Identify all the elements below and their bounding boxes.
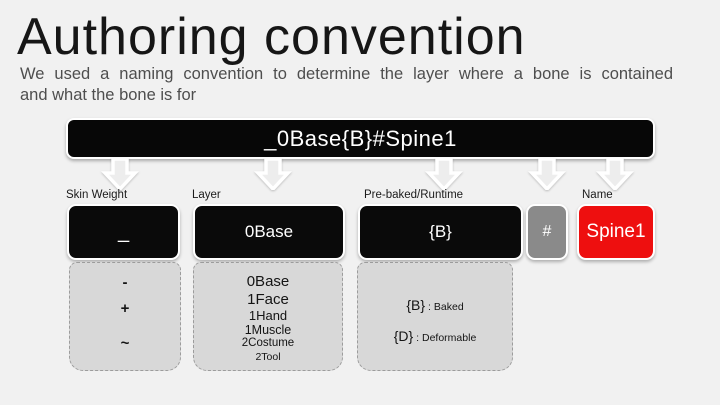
layer-option: 1Face [247, 291, 289, 308]
subtitle-line-2: and what the bone is for [20, 85, 197, 104]
separator-value: # [542, 223, 552, 240]
name-value: Spine1 [586, 221, 646, 242]
layer-option: 1Hand [248, 308, 288, 323]
column-label-skin-weight: Skin Weight [66, 189, 128, 201]
layer-value-box: 0Base [193, 204, 345, 260]
page-title: Authoring convention [17, 8, 526, 66]
skin-weight-value-box: _ [67, 204, 180, 260]
runtime-option-desc: : Deformable [416, 332, 477, 344]
separator-value-box: # [526, 204, 568, 260]
runtime-option: {B}: Baked [406, 296, 463, 316]
layer-value: 0Base [244, 222, 294, 241]
layer-option: 0Base [246, 273, 290, 290]
skin-weight-value: _ [117, 220, 130, 243]
prebaked-runtime-value: {B} [429, 222, 452, 241]
subtitle-line-1: We used a naming convention to determine… [20, 65, 673, 83]
subtitle: We used a naming convention to determine… [20, 64, 673, 105]
layer-option: 2Costume [241, 337, 295, 349]
skin-weight-option: ~ [120, 335, 130, 352]
layer-options-panel: 0Base 1Face 1Hand 1Muscle 2Costume 2Tool [193, 262, 343, 371]
column-label-prebaked-runtime: Pre-baked/Runtime [364, 189, 464, 201]
column-label-layer: Layer [192, 189, 221, 201]
down-arrow-icon [527, 158, 567, 190]
runtime-option-code: {D} [393, 328, 414, 344]
prebaked-runtime-value-box: {B} [358, 204, 523, 260]
layer-option: 2Tool [255, 350, 281, 363]
prebaked-runtime-options-panel: {B}: Baked {D}: Deformable [357, 262, 513, 371]
skin-weight-option: + [120, 300, 130, 317]
skin-weight-option: - [122, 274, 128, 291]
convention-string-bar: _0Base{B}#Spine1 [66, 118, 655, 159]
skin-weight-options-panel: - + ~ [69, 262, 181, 371]
column-label-name: Name [582, 189, 613, 201]
name-value-box: Spine1 [577, 204, 655, 260]
down-arrow-icon [100, 158, 140, 190]
runtime-option-desc: : Baked [428, 301, 464, 313]
runtime-option: {D}: Deformable [394, 327, 477, 347]
layer-option: 1Muscle [244, 323, 292, 337]
down-arrow-icon [424, 158, 464, 190]
runtime-option-code: {B} [406, 297, 426, 313]
down-arrow-icon [595, 158, 635, 190]
convention-string: _0Base{B}#Spine1 [264, 125, 457, 151]
down-arrow-icon [253, 158, 293, 190]
